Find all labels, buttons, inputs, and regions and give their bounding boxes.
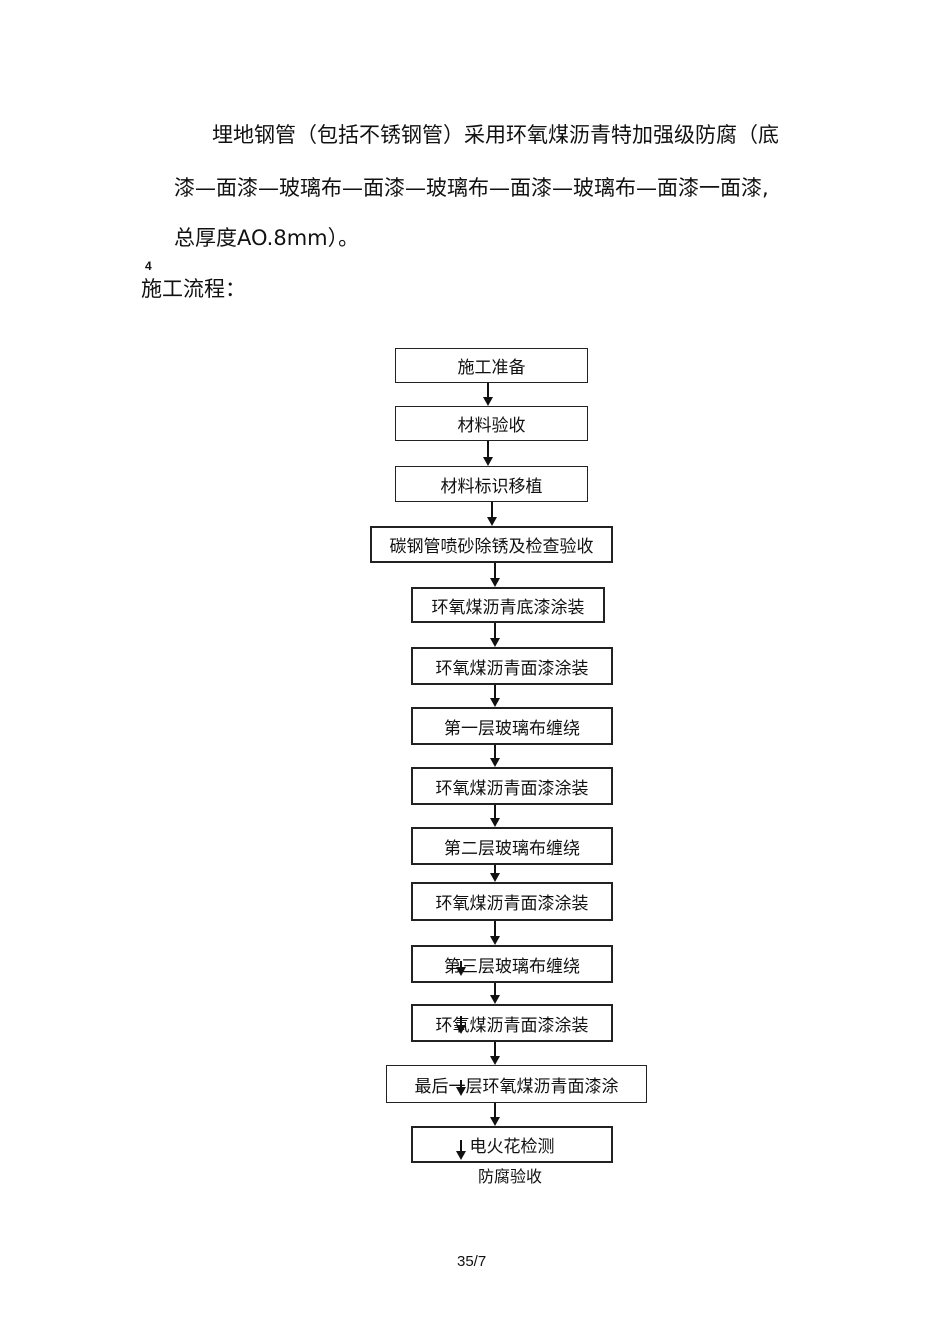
- flowchart-step-6: 环氧煤沥青面漆涂装: [411, 647, 613, 685]
- flowchart-step-10: 环氧煤沥青面漆涂装: [411, 882, 613, 921]
- flowchart-step-11: 第三层玻璃布缠绕: [411, 945, 613, 983]
- flow-arrow: [490, 865, 500, 882]
- flow-arrow: [490, 1042, 500, 1065]
- flowchart-step-2: 材料验收: [395, 406, 588, 441]
- stray-arrow: [456, 1140, 466, 1160]
- flowchart-step-8: 环氧煤沥青面漆涂装: [411, 767, 613, 805]
- flowchart-step-4: 碳钢管喷砂除锈及检查验收: [370, 526, 613, 563]
- flow-arrow: [490, 1103, 500, 1126]
- flowchart-step-13: 最后一层环氧煤沥青面漆涂: [386, 1065, 647, 1103]
- flowchart-step-9: 第二层玻璃布缠绕: [411, 827, 613, 865]
- flow-arrow: [490, 623, 500, 647]
- flow-arrow: [483, 441, 493, 466]
- stray-arrow: [456, 1080, 466, 1096]
- paragraph-line-3: 总厚度AO.8mm）。: [174, 226, 360, 250]
- flow-arrow: [490, 685, 500, 707]
- flow-arrow: [490, 805, 500, 827]
- flow-arrow: [487, 502, 497, 526]
- flow-arrow: [490, 563, 500, 587]
- flowchart-step-1: 施工准备: [395, 348, 588, 383]
- flowchart-step-14: 电火花检测: [411, 1126, 613, 1163]
- paragraph-line-2: 漆—面漆—玻璃布—面漆—玻璃布—面漆—玻璃布—面漆一面漆,: [174, 176, 769, 200]
- paragraph-line-1: 埋地钢管（包括不锈钢管）采用环氧煤沥青特加强级防腐（底: [212, 123, 779, 147]
- flowchart-step-7: 第一层玻璃布缠绕: [411, 707, 613, 745]
- flowchart-step-5: 环氧煤沥青底漆涂装: [411, 587, 605, 623]
- stray-arrow: [456, 1016, 466, 1034]
- flowchart-step-12: 环氧煤沥青面漆涂装: [411, 1004, 613, 1042]
- flow-arrow: [490, 921, 500, 945]
- flow-arrow: [490, 745, 500, 767]
- flowchart-step-3: 材料标识移植: [395, 466, 588, 502]
- section-marker: 4: [145, 259, 152, 273]
- flow-arrow: [490, 983, 500, 1004]
- page-number: 35/7: [457, 1253, 487, 1270]
- stray-arrow: [456, 961, 466, 976]
- flowchart-final-step: 防腐验收: [478, 1167, 543, 1186]
- flow-arrow: [483, 383, 493, 406]
- section-heading: 施工流程：: [141, 277, 246, 301]
